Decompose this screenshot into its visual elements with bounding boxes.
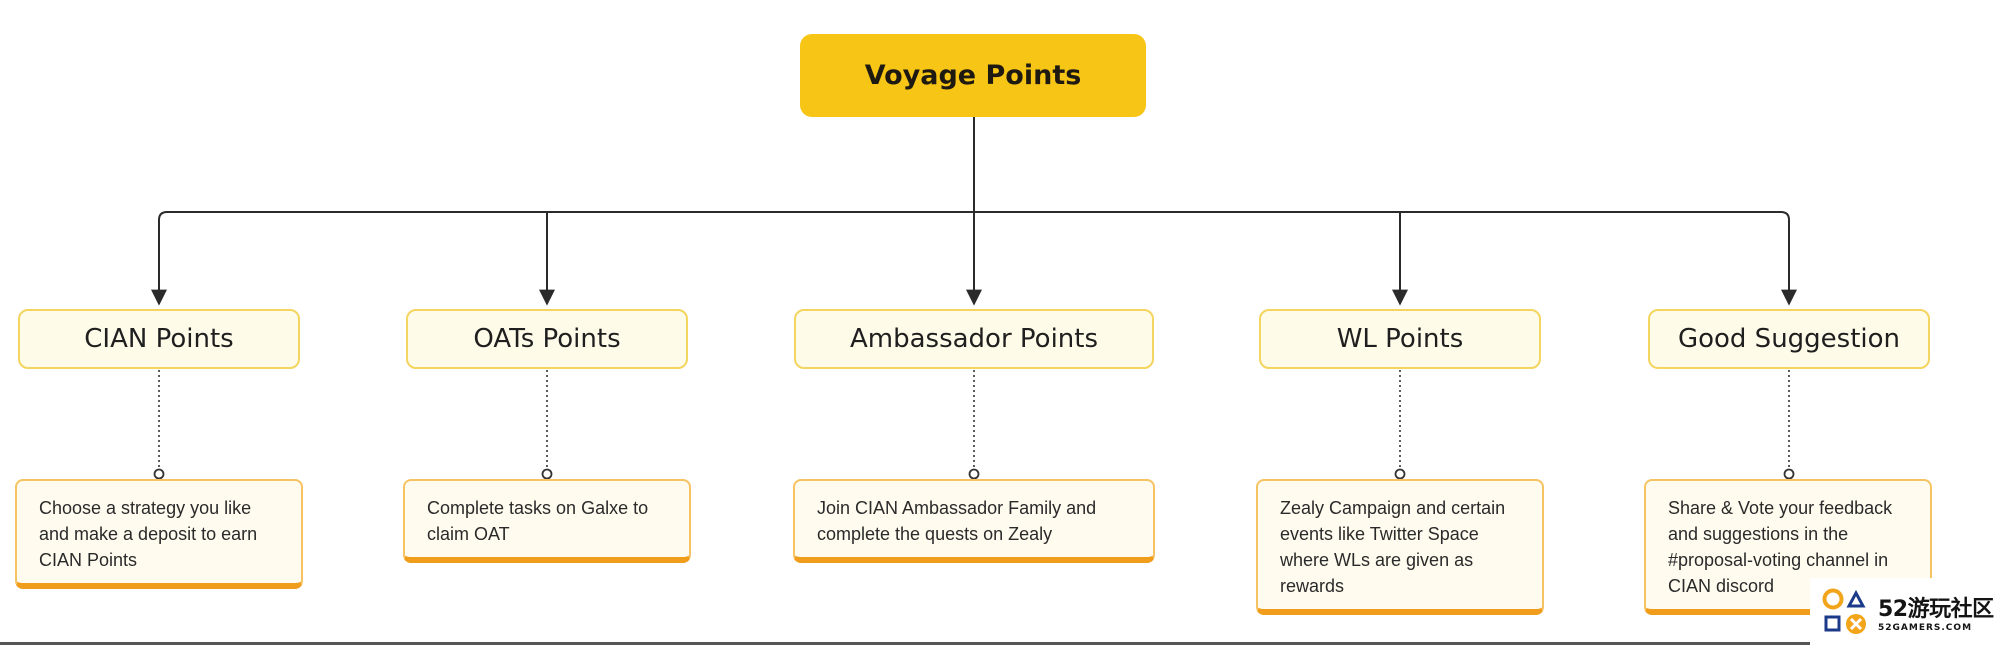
root-node-label: Voyage Points — [864, 60, 1082, 91]
watermark-sub-text: 52GAMERS.COM — [1878, 622, 1973, 633]
category-label: Ambassador Points — [849, 324, 1099, 354]
description-text: Share & Vote your feedback and suggestio… — [1668, 498, 1893, 596]
watermark-main-text: 52游玩社区 — [1878, 596, 1994, 622]
gamepad-symbols-icon — [1820, 586, 1872, 638]
category-label: CIAN Points — [84, 324, 234, 354]
watermark-logo: 52游玩社区 52GAMERS.COM — [1810, 578, 1999, 645]
description-text: Complete tasks on Galxe to claim OAT — [427, 498, 649, 544]
category-label: OATs Points — [473, 324, 621, 354]
bottom-divider — [0, 642, 1810, 645]
category-label: Good Suggestion — [1677, 324, 1901, 354]
description-ambassador-points: Join CIAN Ambassador Family and complete… — [793, 479, 1155, 563]
end-circle-suggestion — [1783, 468, 1795, 480]
category-wl-points: WL Points — [1259, 309, 1541, 369]
description-text: Zealy Campaign and certain events like T… — [1280, 498, 1506, 596]
end-circle-oats — [541, 468, 553, 480]
description-oats-points: Complete tasks on Galxe to claim OAT — [403, 479, 691, 563]
description-good-suggestion: Share & Vote your feedback and suggestio… — [1644, 479, 1932, 615]
category-oats-points: OATs Points — [406, 309, 688, 369]
end-circle-wl — [1394, 468, 1406, 480]
category-good-suggestion: Good Suggestion — [1648, 309, 1930, 369]
root-node-voyage-points: Voyage Points — [800, 34, 1146, 117]
category-ambassador-points: Ambassador Points — [794, 309, 1154, 369]
description-text: Choose a strategy you like and make a de… — [39, 498, 258, 570]
end-circle-ambassador — [968, 468, 980, 480]
description-text: Join CIAN Ambassador Family and complete… — [817, 498, 1097, 544]
connector-end-circles — [153, 468, 1795, 480]
description-cian-points: Choose a strategy you like and make a de… — [15, 479, 303, 589]
category-label: WL Points — [1336, 324, 1464, 354]
end-circle-cian — [153, 468, 165, 480]
dotted-connectors — [158, 370, 1790, 469]
description-wl-points: Zealy Campaign and certain events like T… — [1256, 479, 1544, 615]
category-cian-points: CIAN Points — [18, 309, 300, 369]
